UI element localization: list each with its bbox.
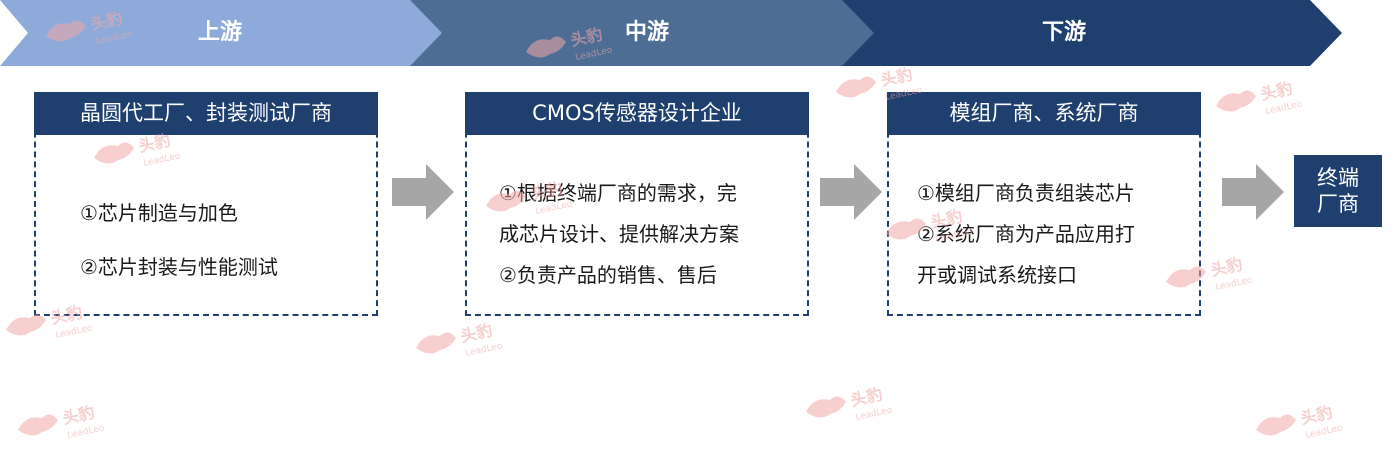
panel-downstream-title: 模组厂商、系统厂商 bbox=[887, 92, 1201, 135]
panel-midstream-title: CMOS传感器设计企业 bbox=[465, 92, 809, 135]
flow-arrow-1 bbox=[392, 164, 454, 220]
panel-downstream-line-3: 开或调试系统接口 bbox=[917, 263, 1077, 287]
panel-downstream: 模组厂商、系统厂商 ①模组厂商负责组装芯片 ②系统厂商为产品应用打 开或调试系统… bbox=[887, 92, 1201, 316]
svg-text:头豹: 头豹 bbox=[1299, 403, 1334, 428]
flow-arrow-3 bbox=[1222, 164, 1284, 220]
flow-arrow-2 bbox=[820, 164, 882, 220]
panel-midstream-line-3: ②负责产品的销售、售后 bbox=[499, 263, 717, 287]
svg-text:头豹: 头豹 bbox=[1209, 255, 1244, 280]
panel-downstream-line-1: ①模组厂商负责组装芯片 bbox=[917, 181, 1135, 205]
panel-midstream-body: ①根据终端厂商的需求，完 成芯片设计、提供解决方案 ②负责产品的销售、售后 bbox=[467, 135, 807, 314]
watermark-logo: 头豹 LeadLeo bbox=[1256, 403, 1344, 441]
svg-text:头豹: 头豹 bbox=[849, 385, 884, 410]
panel-upstream-line-2: ②芯片封装与性能测试 bbox=[80, 255, 278, 279]
panel-upstream-body: ①芯片制造与加色 ②芯片封装与性能测试 bbox=[36, 135, 376, 314]
panel-downstream-line-2: ②系统厂商为产品应用打 bbox=[917, 222, 1135, 246]
downstream-chevron bbox=[842, 0, 1342, 66]
end-terminal-manufacturer: 终端 厂商 bbox=[1294, 155, 1382, 227]
end-box-line-2: 厂商 bbox=[1317, 192, 1359, 216]
upstream-chevron bbox=[0, 0, 452, 66]
panel-upstream-title: 晶圆代工厂、封装测试厂商 bbox=[34, 92, 378, 135]
panel-downstream-body: ①模组厂商负责组装芯片 ②系统厂商为产品应用打 开或调试系统接口 bbox=[889, 135, 1199, 314]
end-box-line-1: 终端 bbox=[1317, 166, 1359, 190]
panel-midstream: CMOS传感器设计企业 ①根据终端厂商的需求，完 成芯片设计、提供解决方案 ②负… bbox=[465, 92, 809, 316]
svg-text:头豹: 头豹 bbox=[459, 321, 494, 346]
svg-text:LeadLeo: LeadLeo bbox=[67, 423, 106, 441]
watermark-logo: 头豹 LeadLeo bbox=[18, 403, 106, 441]
svg-text:头豹: 头豹 bbox=[879, 65, 914, 90]
svg-text:LeadLeo: LeadLeo bbox=[465, 341, 504, 359]
panel-upstream-line-1: ①芯片制造与加色 bbox=[80, 201, 238, 225]
stage-label-upstream: 上游 bbox=[197, 20, 242, 45]
watermark-logo: 头豹 LeadLeo bbox=[416, 321, 504, 359]
stage-chevron-bar bbox=[0, 0, 1342, 66]
svg-text:LeadLeo: LeadLeo bbox=[855, 405, 894, 423]
stage-label-downstream: 下游 bbox=[1041, 20, 1086, 45]
panel-midstream-line-1: ①根据终端厂商的需求，完 bbox=[499, 181, 737, 205]
svg-text:LeadLeo: LeadLeo bbox=[55, 323, 94, 341]
svg-text:LeadLeo: LeadLeo bbox=[1215, 275, 1254, 293]
watermark-logo: 头豹 LeadLeo bbox=[806, 385, 894, 423]
stage-label-midstream: 中游 bbox=[624, 20, 669, 45]
svg-text:头豹: 头豹 bbox=[1259, 79, 1294, 104]
svg-text:LeadLeo: LeadLeo bbox=[1265, 99, 1304, 117]
svg-text:头豹: 头豹 bbox=[61, 403, 96, 428]
panel-upstream: 晶圆代工厂、封装测试厂商 ①芯片制造与加色 ②芯片封装与性能测试 bbox=[34, 92, 378, 316]
watermark-logo: 头豹 LeadLeo bbox=[1216, 79, 1304, 117]
panel-midstream-line-2: 成芯片设计、提供解决方案 bbox=[499, 222, 739, 246]
svg-text:LeadLeo: LeadLeo bbox=[1305, 423, 1344, 441]
